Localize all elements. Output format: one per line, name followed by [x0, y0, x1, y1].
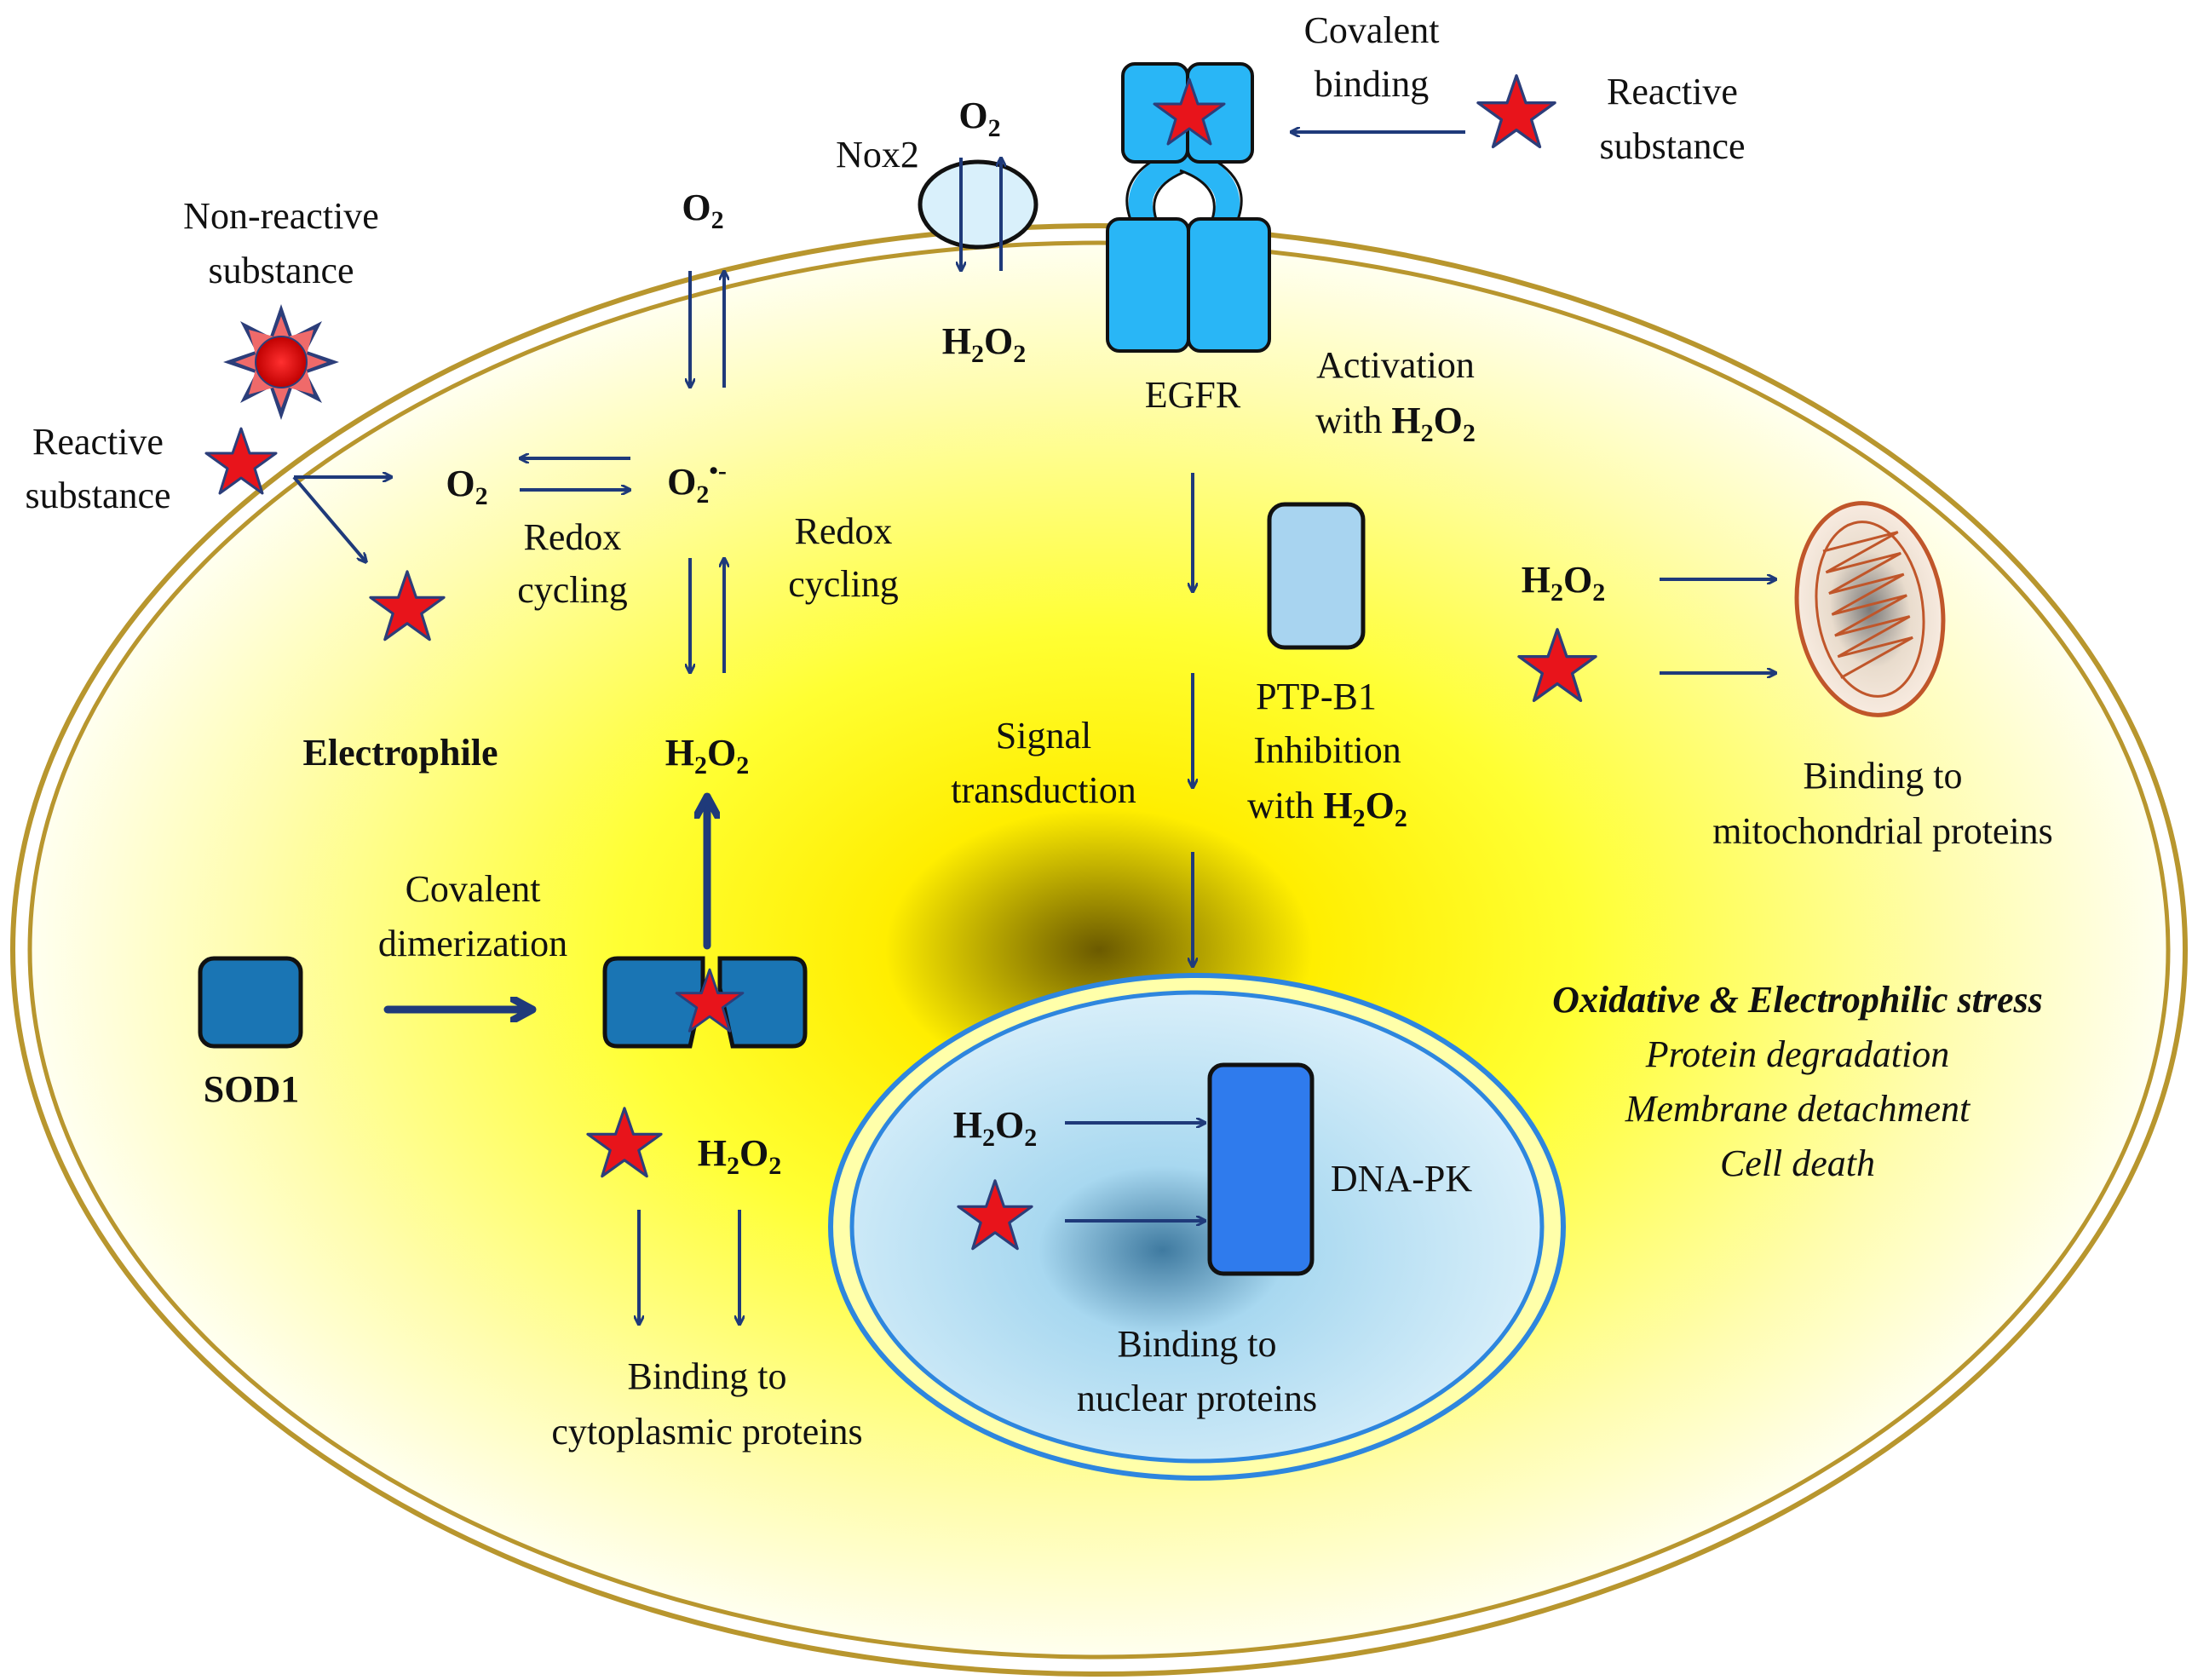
egfr-receptor — [1106, 62, 1271, 353]
arrows — [292, 132, 1776, 1325]
label-nuclear-binding-1: Binding to — [1117, 1323, 1276, 1365]
label-activation-2: with H2O2 — [1315, 400, 1476, 447]
mitochondrion-inner — [1815, 521, 1925, 698]
label-reactive-left-1: Reactive — [32, 421, 164, 463]
sod1-dimer-right — [717, 956, 808, 1049]
egfr-intracellular-right — [1187, 217, 1271, 353]
sod1-monomer — [198, 956, 303, 1049]
mitochondrion — [1794, 501, 1946, 717]
label-o2-nox: O2 — [958, 95, 1000, 142]
label-covalent-dim-2: dimerization — [378, 923, 567, 964]
label-activation-1: Activation — [1316, 344, 1475, 386]
label-mito-binding-1: Binding to — [1803, 755, 1962, 797]
sod1-dimer — [602, 956, 808, 1049]
label-h2o2-center: H2O2 — [665, 732, 749, 780]
label-signal-1: Signal — [996, 715, 1091, 757]
label-covalent-binding-1: Covalent — [1304, 9, 1440, 51]
label-inhibition-2: with H2O2 — [1247, 785, 1407, 832]
label-nuclear-binding-2: nuclear proteins — [1077, 1378, 1317, 1419]
ptpb1-protein — [1267, 502, 1366, 650]
label-stress-title: Oxidative & Electrophilic stress — [1552, 979, 2043, 1021]
egfr-linker-right — [1176, 146, 1240, 231]
label-nonreactive-1: Non-reactive — [183, 195, 379, 237]
label-redox-right-2: cycling — [788, 563, 899, 605]
label-nox2: Nox2 — [836, 134, 919, 175]
label-mito-binding-2: mitochondrial proteins — [1712, 810, 2053, 852]
label-egfr: EGFR — [1145, 374, 1241, 416]
label-electrophile: Electrophile — [303, 732, 498, 774]
label-sod1: SOD1 — [204, 1068, 299, 1110]
label-signal-2: transduction — [951, 769, 1136, 811]
sod1-dimer-left — [602, 956, 705, 1049]
label-h2o2-cyto: H2O2 — [698, 1132, 781, 1180]
label-redox-left-2: cycling — [517, 569, 628, 611]
labels: Covalent binding Reactive substance Nox2… — [25, 9, 2052, 1453]
label-cyto-binding-2: cytoplasmic proteins — [551, 1411, 862, 1453]
nox2-enzyme — [918, 159, 1038, 250]
thick-arrows — [383, 792, 707, 1010]
mitochondrion-cristae — [1822, 531, 1913, 679]
arrow-reactive-to-electrophile — [292, 475, 366, 562]
label-reactive-top-2: substance — [1599, 125, 1745, 167]
cell — [10, 223, 2188, 1677]
label-superoxide: O2•- — [667, 457, 727, 509]
label-nonreactive-2: substance — [208, 250, 354, 291]
label-reactive-top-1: Reactive — [1607, 71, 1738, 112]
label-dnapk: DNA-PK — [1331, 1158, 1472, 1200]
reactive-substance-star-top — [1476, 74, 1556, 149]
label-ptpb1: PTP-B1 — [1256, 676, 1377, 717]
label-stress-1: Protein degradation — [1645, 1033, 1949, 1075]
label-covalent-binding-2: binding — [1315, 63, 1429, 105]
label-reactive-left-2: substance — [25, 475, 170, 516]
label-h2o2-nox: H2O2 — [942, 320, 1026, 368]
label-redox-left-1: Redox — [524, 516, 622, 558]
label-h2o2-nucleus: H2O2 — [953, 1104, 1037, 1152]
nuclear-envelope-inner — [849, 990, 1545, 1464]
label-inhibition-1: Inhibition — [1253, 729, 1401, 771]
label-o2-redox: O2 — [446, 463, 487, 510]
label-cyto-binding-1: Binding to — [627, 1355, 786, 1397]
label-h2o2-mito: H2O2 — [1522, 559, 1605, 607]
label-redox-right-1: Redox — [795, 510, 893, 552]
non-reactive-substance-icon — [223, 304, 339, 420]
dnapk-protein — [1207, 1062, 1315, 1276]
nucleus — [828, 973, 1566, 1481]
egfr-intracellular-left — [1106, 217, 1190, 353]
label-stress-3: Cell death — [1720, 1142, 1875, 1184]
cytoplasm — [27, 240, 2171, 1660]
label-stress-2: Membrane detachment — [1625, 1088, 1971, 1130]
label-covalent-dim-1: Covalent — [406, 868, 541, 910]
label-o2-top: O2 — [682, 187, 723, 234]
